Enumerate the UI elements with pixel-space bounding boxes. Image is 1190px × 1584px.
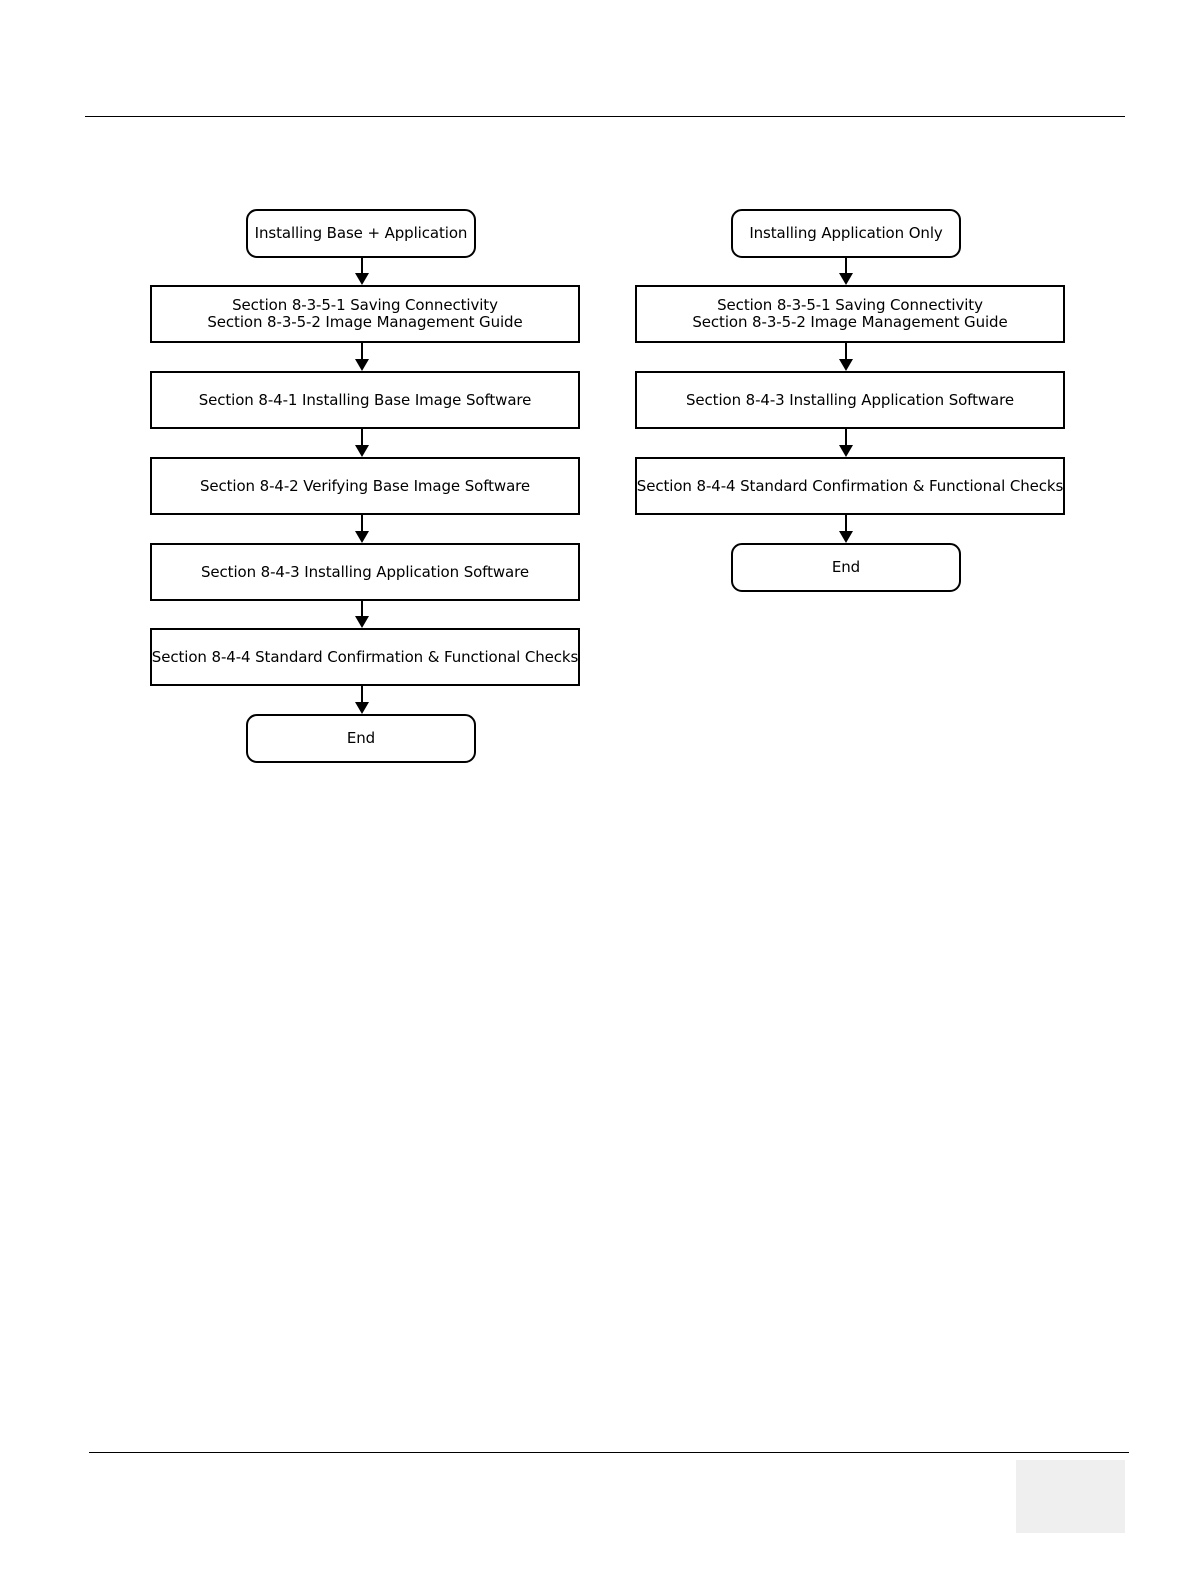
- flow-arrow: [838, 429, 854, 457]
- process-node-label: Section 8-4-4 Standard Confirmation & Fu…: [151, 647, 579, 666]
- header-rule: [85, 116, 1125, 117]
- flow-arrow: [838, 343, 854, 371]
- start-node-label: Installing Application Only: [749, 224, 943, 242]
- flow-arrow: [354, 343, 370, 371]
- flow-arrow: [838, 515, 854, 543]
- flow-arrow: [354, 515, 370, 543]
- process-node-label-line2: Section 8-3-5-2 Image Management Guide: [692, 313, 1008, 331]
- process-node-label: Section 8-4-3 Installing Application Sof…: [200, 562, 530, 581]
- process-node-label-line2: Section 8-3-5-2 Image Management Guide: [207, 313, 523, 331]
- process-node-label-line1: Section 8-3-5-1 Saving Connectivity: [232, 296, 498, 314]
- end-node: End: [246, 714, 476, 763]
- page-number-tab: [1016, 1460, 1125, 1533]
- flow-arrow: [354, 686, 370, 714]
- end-node-label: End: [346, 729, 376, 747]
- process-node-install-base-image: Section 8-4-1 Installing Base Image Soft…: [150, 371, 580, 429]
- flow-arrow: [354, 258, 370, 285]
- process-node-save-connectivity: Section 8-3-5-1 Saving Connectivity Sect…: [150, 285, 580, 343]
- process-node-label: Section 8-4-2 Verifying Base Image Softw…: [199, 476, 531, 495]
- flow-arrow: [354, 429, 370, 457]
- start-node-application-only: Installing Application Only: [731, 209, 961, 258]
- start-node-base-plus-application: Installing Base + Application: [246, 209, 476, 258]
- end-node-label: End: [831, 558, 861, 576]
- process-node-functional-checks: Section 8-4-4 Standard Confirmation & Fu…: [635, 457, 1065, 515]
- flow-arrow: [838, 258, 854, 285]
- process-node-label-line1: Section 8-3-5-1 Saving Connectivity: [717, 296, 983, 314]
- start-node-label: Installing Base + Application: [254, 224, 468, 242]
- process-node-install-application: Section 8-4-3 Installing Application Sof…: [635, 371, 1065, 429]
- process-node-save-connectivity: Section 8-3-5-1 Saving Connectivity Sect…: [635, 285, 1065, 343]
- process-node-label: Section 8-4-1 Installing Base Image Soft…: [198, 390, 532, 409]
- process-node-label: Section 8-4-4 Standard Confirmation & Fu…: [636, 476, 1064, 495]
- process-node-functional-checks: Section 8-4-4 Standard Confirmation & Fu…: [150, 628, 580, 686]
- footer-rule: [89, 1452, 1129, 1453]
- end-node: End: [731, 543, 961, 592]
- flow-arrow: [354, 601, 370, 628]
- process-node-label: Section 8-4-3 Installing Application Sof…: [685, 390, 1015, 409]
- process-node-install-application: Section 8-4-3 Installing Application Sof…: [150, 543, 580, 601]
- process-node-verify-base-image: Section 8-4-2 Verifying Base Image Softw…: [150, 457, 580, 515]
